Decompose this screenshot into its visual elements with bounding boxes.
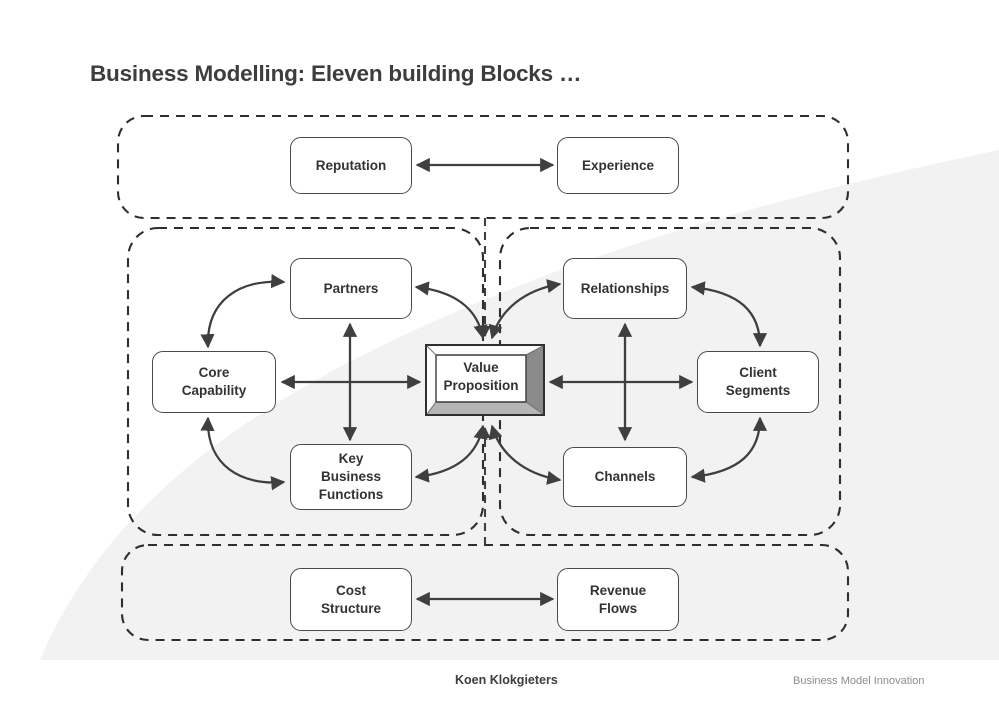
node-relationships-label: Relationships: [580, 280, 670, 296]
node-core-capability-label: Core Capability: [181, 365, 247, 398]
curve-valueprop-channels: [488, 424, 562, 485]
middle-right-group-boundary: [498, 226, 842, 537]
node-channels-label: Channels: [594, 469, 656, 485]
node-key-business-functions-label: Key Business Functions: [318, 451, 384, 502]
node-partners[interactable]: Partners: [290, 258, 412, 319]
node-reputation[interactable]: Reputation: [290, 137, 412, 194]
node-value-proposition[interactable]: Value Proposition: [425, 344, 545, 416]
node-reputation-label: Reputation: [315, 157, 387, 173]
footer-author: Koen Klokgieters: [455, 673, 558, 687]
node-cost-structure-label: Cost Structure: [320, 582, 381, 616]
top-group-boundary: [116, 114, 850, 220]
node-channels[interactable]: Channels: [563, 447, 687, 507]
node-client-segments[interactable]: Client Segments: [697, 351, 819, 413]
curve-valueprop-relationships: [488, 279, 562, 340]
node-value-proposition-label: Value Proposition: [443, 359, 519, 393]
node-revenue-flows[interactable]: Revenue Flows: [557, 568, 679, 631]
node-relationships[interactable]: Relationships: [563, 258, 687, 319]
node-experience-label: Experience: [581, 157, 655, 173]
node-core-capability[interactable]: Core Capability: [152, 351, 276, 413]
node-client-segments-label: Client Segments: [725, 365, 791, 398]
node-key-business-functions[interactable]: Key Business Functions: [290, 444, 412, 510]
node-revenue-flows-label: Revenue Flows: [589, 582, 647, 616]
node-partners-label: Partners: [323, 280, 379, 296]
curve-relationships-client: [690, 281, 768, 348]
curve-partners-valueprop: [414, 281, 488, 340]
footer-tagline: Business Model Innovation: [793, 675, 925, 687]
bottom-group-boundary: [120, 543, 850, 642]
curve-keybusiness-valueprop: [414, 424, 488, 483]
node-experience[interactable]: Experience: [557, 137, 679, 194]
curve-channels-client: [690, 416, 768, 483]
node-cost-structure[interactable]: Cost Structure: [290, 568, 412, 631]
curve-core-partners: [200, 274, 286, 349]
curve-core-keybusiness: [200, 416, 286, 491]
page-title: Business Modelling: Eleven building Bloc…: [90, 61, 582, 86]
